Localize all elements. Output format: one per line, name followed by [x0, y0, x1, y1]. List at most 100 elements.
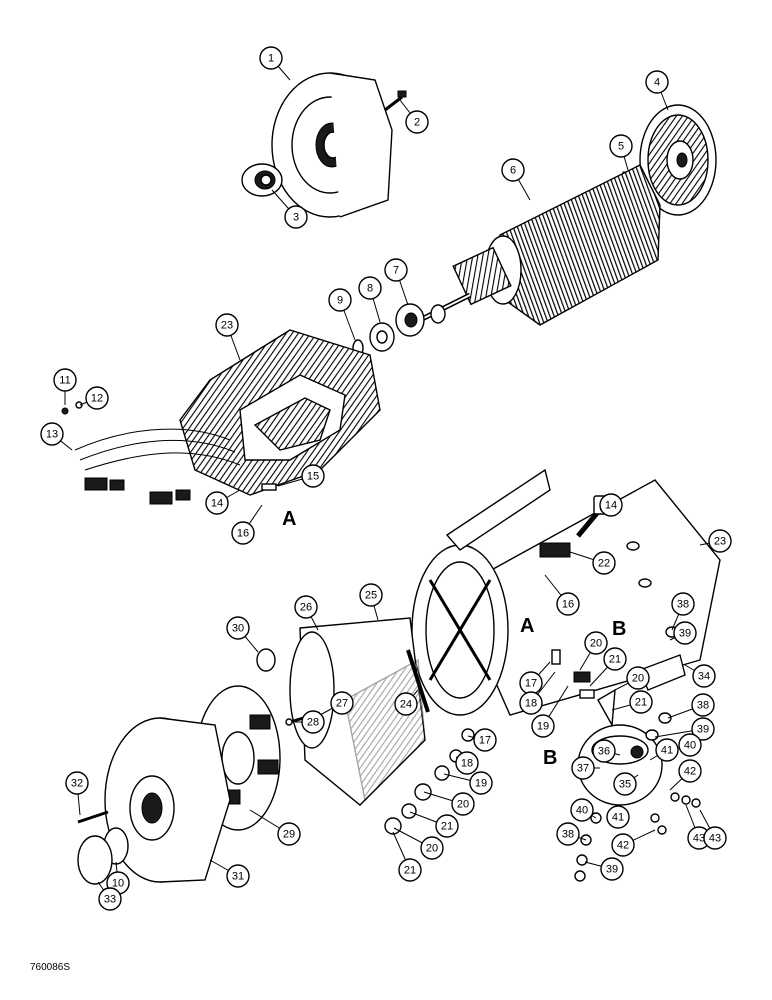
- callout-circle: [600, 857, 624, 881]
- callout-5: 5: [609, 134, 633, 171]
- callout-circle: [603, 647, 627, 671]
- callout-number: 19: [537, 721, 549, 733]
- callout-circle: [606, 805, 630, 829]
- callout-number: 43: [709, 833, 721, 845]
- callout-number: 32: [71, 778, 83, 790]
- callout-circle: [655, 738, 679, 762]
- callout-number: 15: [307, 471, 319, 483]
- callout-circle: [703, 826, 727, 850]
- callout-circle: [626, 666, 650, 690]
- callout-30: 30: [226, 616, 259, 653]
- callout-circle: [556, 822, 580, 846]
- callout-21: 21: [611, 690, 653, 714]
- callout-21: 21: [392, 831, 422, 882]
- callout-circle: [678, 759, 702, 783]
- callout-number: 39: [697, 724, 709, 736]
- callout-43: 43: [685, 804, 711, 850]
- callout-circle: [226, 616, 250, 640]
- callout-38: 38: [556, 822, 587, 846]
- callout-circle: [592, 739, 616, 763]
- section-letter: A: [282, 508, 296, 530]
- callout-number: 37: [577, 763, 589, 775]
- callout-number: 31: [232, 871, 244, 883]
- armature: [398, 164, 661, 333]
- callout-number: 3: [293, 212, 299, 224]
- callout-2: 2: [399, 99, 429, 134]
- section-letter: A: [520, 615, 534, 637]
- callout-number: 12: [91, 393, 103, 405]
- callout-14: 14: [205, 489, 241, 515]
- callout-circle: [398, 858, 422, 882]
- callout-number: 20: [457, 799, 469, 811]
- callout-number: 16: [237, 528, 249, 540]
- callout-circle: [691, 693, 715, 717]
- callout-number: 6: [510, 165, 516, 177]
- callout-circle: [435, 814, 459, 838]
- callout-number: 27: [336, 698, 348, 710]
- callout-42: 42: [611, 829, 656, 857]
- spring-30: [256, 648, 276, 672]
- callout-circle: [231, 521, 255, 545]
- callout-31: 31: [209, 859, 250, 888]
- callout-number: 4: [654, 77, 660, 89]
- callout-circle: [692, 664, 716, 688]
- callout-circle: [65, 771, 89, 795]
- callout-circle: [284, 205, 308, 229]
- callout-circle: [645, 70, 669, 94]
- callout-number: 30: [232, 623, 244, 635]
- callout-20: 20: [579, 631, 608, 671]
- callout-number: 5: [618, 141, 624, 153]
- fan: [639, 104, 717, 216]
- callout-circle: [599, 493, 623, 517]
- callout-circle: [455, 751, 479, 775]
- callout-28: 28: [295, 710, 325, 734]
- callout-24: 24: [394, 689, 419, 716]
- bolt: [384, 90, 407, 112]
- callout-circle: [609, 134, 633, 158]
- callout-number: 21: [441, 821, 453, 833]
- cap-33: [77, 835, 113, 885]
- washer-8-hole: [376, 330, 388, 344]
- callout-circle: [451, 792, 475, 816]
- callout-34: 34: [684, 664, 716, 688]
- callout-number: 21: [609, 654, 621, 666]
- callout-circle: [40, 422, 64, 446]
- callout-number: 23: [221, 320, 233, 332]
- callout-11: 11: [53, 368, 77, 405]
- callout-20: 20: [614, 666, 650, 691]
- callout-number: 28: [307, 717, 319, 729]
- section-letter: B: [543, 747, 557, 769]
- callout-circle: [469, 771, 493, 795]
- callout-circle: [556, 592, 580, 616]
- callout-number: 26: [300, 602, 312, 614]
- callout-number: 9: [337, 295, 343, 307]
- callout-number: 21: [404, 865, 416, 877]
- screw-32: [77, 810, 109, 824]
- callout-13: 13: [40, 422, 73, 451]
- callout-7: 7: [384, 258, 409, 306]
- callout-41: 41: [649, 738, 679, 762]
- callout-number: 21: [635, 697, 647, 709]
- callout-21: 21: [589, 647, 627, 687]
- callout-circle: [330, 691, 354, 715]
- callout-9: 9: [328, 288, 356, 341]
- terminal-22: [539, 542, 571, 558]
- callout-4: 4: [645, 70, 669, 111]
- callout-41: 41: [606, 805, 630, 829]
- brush-lead-set: [74, 428, 241, 505]
- callout-3: 3: [271, 189, 308, 229]
- callout-number: 11: [59, 375, 70, 387]
- callout-circle: [53, 368, 77, 392]
- section-letter: B: [612, 618, 626, 640]
- field-coil-assembly: [179, 329, 381, 496]
- callout-29: 29: [249, 809, 301, 846]
- callout-circle: [584, 631, 608, 655]
- callout-42: 42: [669, 759, 702, 791]
- callout-number: 43: [693, 833, 705, 845]
- callout-circle: [215, 313, 239, 337]
- callout-circle: [294, 595, 318, 619]
- callout-circle: [301, 464, 325, 488]
- callout-circle: [358, 276, 382, 300]
- callout-1: 1: [259, 46, 291, 81]
- bearing-7-race: [404, 312, 418, 328]
